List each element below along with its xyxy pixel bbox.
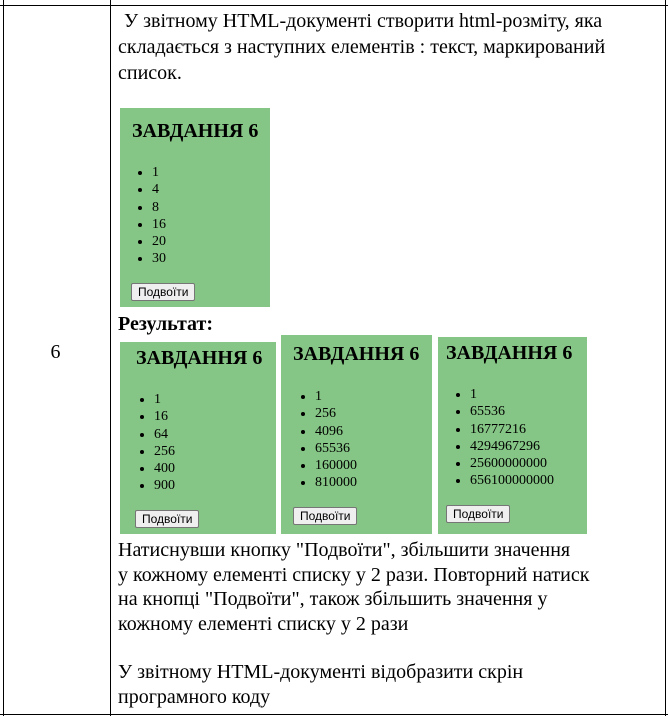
footer-text: У звітному HTML-документі відобразити ск… — [118, 661, 524, 709]
double-button[interactable]: Подвоїти — [293, 507, 358, 525]
table-border-right — [665, 0, 666, 716]
list-item: 1 — [152, 164, 166, 181]
example-list: 1 4 8 16 20 30 — [120, 164, 166, 268]
result-heading: ЗАВДАННЯ 6 — [293, 343, 420, 365]
list-item: 1 — [470, 386, 554, 403]
list-item: 400 — [154, 460, 175, 477]
list-item: 8 — [152, 199, 166, 216]
result-list: 1 256 4096 65536 160000 810000 — [283, 388, 357, 492]
list-item: 900 — [154, 477, 175, 494]
list-item: 16 — [152, 216, 166, 233]
table-border-left — [3, 0, 4, 716]
table-border-bottom — [0, 714, 668, 715]
result-panel-1: ЗАВДАННЯ 6 1 16 64 256 400 900 Подвоїти — [120, 342, 276, 534]
list-item: 160000 — [315, 457, 357, 474]
result-heading: ЗАВДАННЯ 6 — [446, 342, 573, 364]
result-list: 1 16 64 256 400 900 — [122, 391, 175, 495]
list-item: 65536 — [470, 403, 554, 420]
task-description-cell: У звітному HTML-документі створити html-… — [118, 8, 658, 86]
row-number: 6 — [50, 341, 61, 363]
table-column-divider — [110, 0, 111, 716]
list-item: 256 — [154, 443, 175, 460]
description-line: на кнопці "Подвоїти", також збільшить зн… — [118, 588, 548, 611]
result-panel-2: ЗАВДАННЯ 6 1 256 4096 65536 160000 81000… — [281, 335, 432, 534]
list-item: 30 — [152, 250, 166, 267]
description-line: у кожному елементі списку у 2 рази. Повт… — [118, 563, 590, 586]
double-button[interactable]: Подвоїти — [446, 505, 511, 523]
example-heading: ЗАВДАННЯ 6 — [132, 120, 259, 142]
list-item: 656100000000 — [470, 472, 554, 489]
list-item: 4294967296 — [470, 438, 554, 455]
result-label: Результат: — [118, 313, 214, 335]
list-item: 20 — [152, 233, 166, 250]
task-text: У звітному HTML-документі створити html-… — [118, 10, 606, 84]
list-item: 16 — [154, 408, 175, 425]
list-item: 65536 — [315, 440, 357, 457]
example-panel: ЗАВДАННЯ 6 1 4 8 16 20 30 Подвоїти — [120, 108, 270, 307]
description: Натиснувши кнопку "Подвоїти", збільшити … — [118, 538, 658, 710]
table-border-top — [0, 5, 668, 6]
list-item: 16777216 — [470, 421, 554, 438]
description-line: Натиснувши кнопку "Подвоїти", збільшити … — [118, 539, 571, 561]
result-list: 1 65536 16777216 4294967296 25600000000 … — [438, 386, 554, 490]
description-line: кожному елементі списку у 2 рази — [118, 612, 409, 635]
list-item: 256 — [315, 405, 357, 422]
list-item: 810000 — [315, 474, 357, 491]
list-item: 4096 — [315, 423, 357, 440]
list-item: 25600000000 — [470, 455, 554, 472]
double-button[interactable]: Подвоїти — [135, 510, 200, 528]
result-panel-3: ЗАВДАННЯ 6 1 65536 16777216 4294967296 2… — [438, 337, 587, 534]
spacer — [118, 636, 658, 660]
list-item: 1 — [315, 388, 357, 405]
list-item: 64 — [154, 426, 175, 443]
list-item: 1 — [154, 391, 175, 408]
double-button[interactable]: Подвоїти — [131, 283, 196, 301]
result-heading: ЗАВДАННЯ 6 — [136, 347, 263, 369]
list-item: 4 — [152, 181, 166, 198]
